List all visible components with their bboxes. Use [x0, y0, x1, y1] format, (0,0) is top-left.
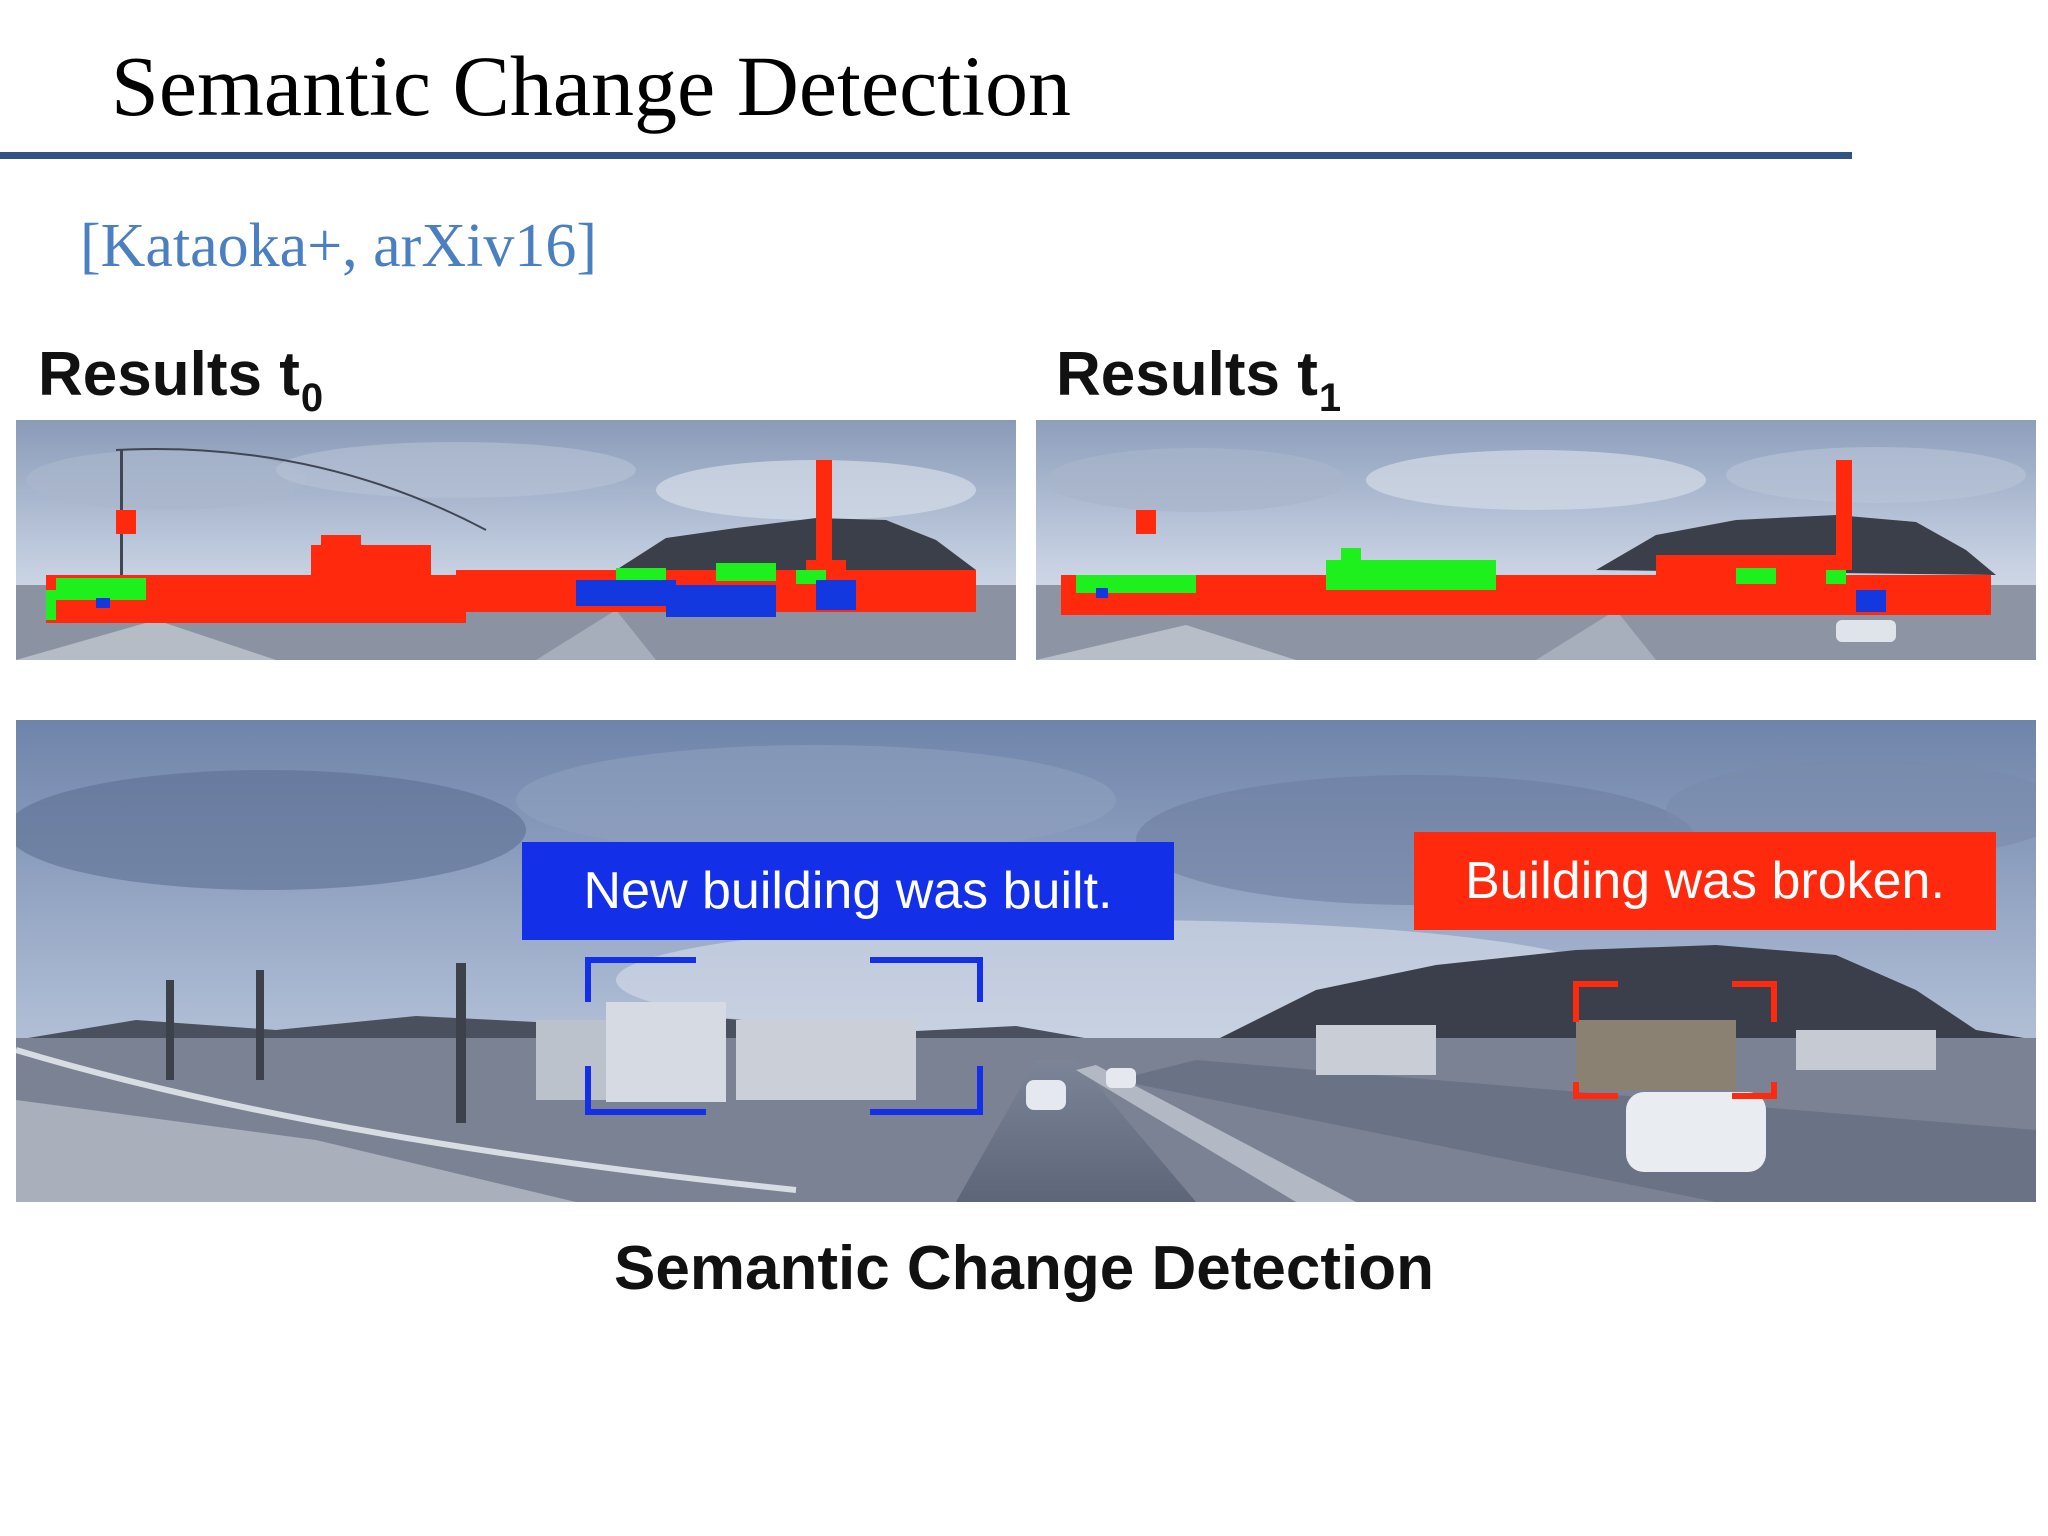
slide-title: Semantic Change Detection — [111, 38, 1072, 134]
broken-building-annotation: Building was broken. — [1414, 832, 1996, 1099]
broken-building — [1576, 1020, 1736, 1090]
change-detection-panorama: New building was built. Building was bro… — [16, 720, 2036, 1202]
results-t1-label-main: Results t — [1056, 340, 1318, 409]
results-t0-label-main: Results t — [38, 340, 300, 409]
segmentation-overlay — [1061, 460, 1991, 615]
figure-caption: Semantic Change Detection — [0, 1232, 2048, 1306]
results-t0-label-sub: 0 — [300, 376, 324, 420]
new-building-bracket — [585, 957, 983, 1115]
road — [956, 1060, 1196, 1202]
title-rule — [0, 152, 1852, 159]
white-car — [1626, 1092, 1766, 1172]
results-t1-label-sub: 1 — [1318, 376, 1342, 420]
results-t1-label: Results t1 — [1056, 340, 1341, 433]
citation: [Kataoka+, arXiv16] — [80, 212, 597, 280]
mountain — [1216, 945, 2036, 1040]
new-building-left — [606, 1002, 726, 1102]
new-building-right — [736, 1020, 916, 1100]
results-t0-panorama — [16, 420, 1016, 660]
hill — [616, 518, 976, 570]
broken-building-badge — [1414, 832, 1996, 930]
figure-caption-text: Semantic Change Detection — [614, 1234, 1434, 1303]
broken-building-bracket — [1573, 981, 1777, 1099]
broken-building-label: Building was broken. — [1465, 852, 1945, 910]
results-t0-label: Results t0 — [38, 340, 323, 433]
results-t1-panorama — [1036, 420, 2036, 660]
new-building-badge — [522, 842, 1174, 940]
new-building-label: New building was built. — [584, 862, 1113, 920]
segmentation-overlay — [46, 460, 976, 623]
new-building-annotation: New building was built. — [522, 842, 1174, 1115]
